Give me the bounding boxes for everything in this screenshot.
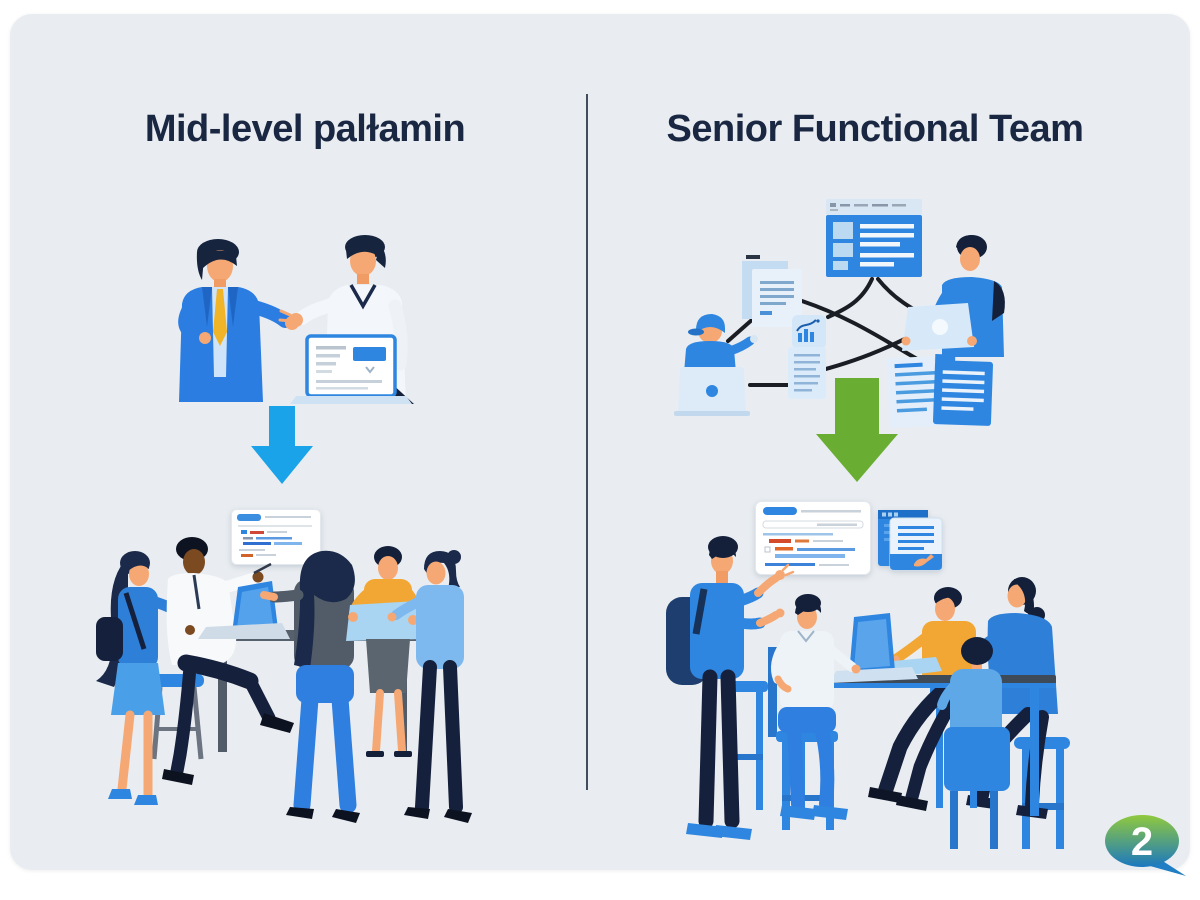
standing-man-backpack-figure — [666, 536, 795, 840]
woman-blue-skirt-figure — [96, 551, 190, 805]
woman-light-blue-top-figure — [387, 550, 472, 823]
arrow-shaft — [835, 378, 879, 434]
seated-man-white-shirt-figure — [162, 537, 294, 785]
brand-logo: 2 — [1105, 815, 1186, 876]
child-back-view-figure — [937, 637, 1010, 849]
green-down-arrow-icon — [816, 378, 898, 482]
team-discussion-illustration — [96, 537, 472, 823]
left-panel-title: Mid-level palɫamin — [144, 108, 466, 150]
documents-network-illustration — [674, 199, 1005, 429]
laptop-icon — [290, 334, 412, 404]
browser-window-icon — [826, 199, 922, 277]
stacked-documents-icon — [742, 255, 802, 327]
comparison-card: Mid-level palɫamin Senior Functional Tea… — [10, 14, 1190, 876]
stacked-browser-folder-icon — [878, 510, 943, 571]
team-working-illustration — [666, 536, 1070, 849]
search-results-card — [231, 509, 321, 565]
handshake-illustration — [178, 235, 414, 404]
man-holding-laptop-figure — [901, 235, 1005, 357]
person-orange-top-figure — [346, 546, 422, 757]
speech-bubble-icon — [1105, 815, 1179, 867]
seated-young-man-figure — [768, 594, 861, 830]
blue-down-arrow-icon — [251, 406, 313, 484]
text-document-icon — [788, 347, 826, 399]
mini-chart-tile-icon — [792, 315, 826, 349]
arrow-head — [251, 446, 313, 484]
woman-back-view-figure — [260, 550, 360, 823]
arrow-head — [816, 434, 898, 482]
laptop-on-table-icon — [830, 613, 918, 683]
search-results-card — [755, 501, 871, 575]
arrow-shaft — [269, 406, 295, 446]
panel-divider — [586, 94, 588, 790]
right-panel-title: Senior Functional Team — [666, 108, 1084, 150]
support-agent-with-laptop-figure — [674, 314, 758, 416]
logo-number: 2 — [1131, 820, 1153, 864]
report-documents-icon — [886, 354, 993, 429]
